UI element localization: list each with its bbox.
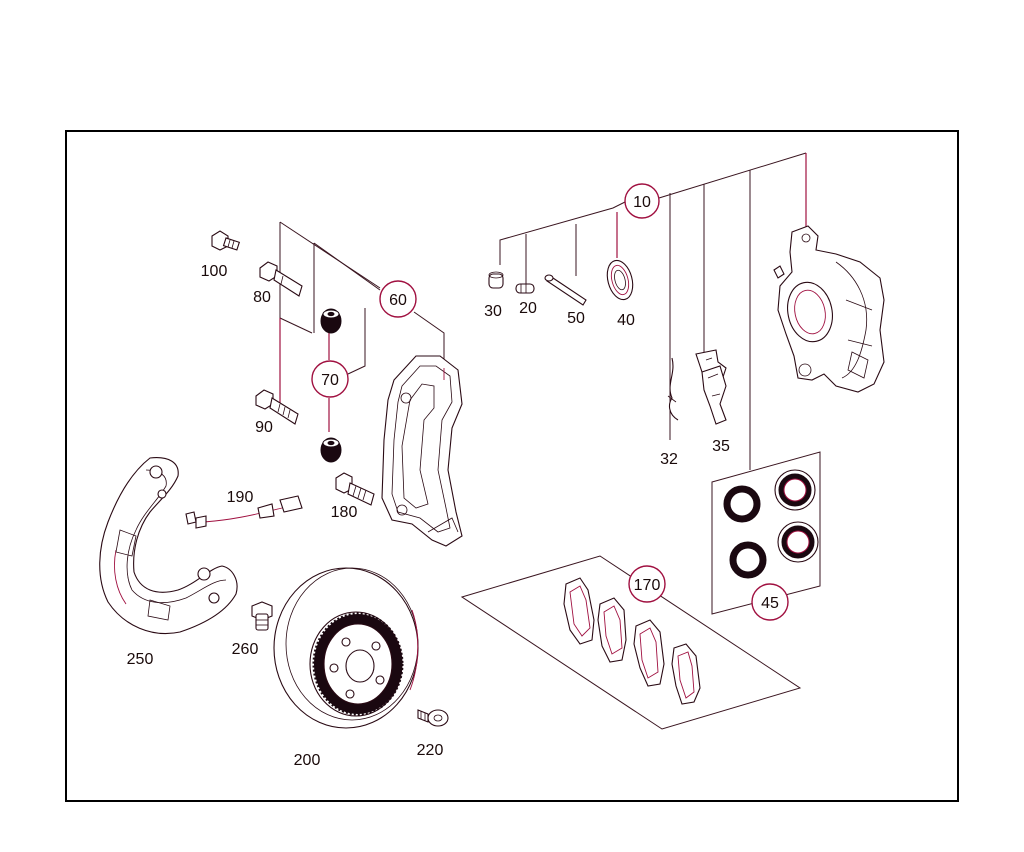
bushing-70-upper [320, 308, 342, 334]
label-250[interactable]: 250 [127, 651, 154, 668]
label-50[interactable]: 50 [567, 310, 585, 327]
label-35[interactable]: 35 [712, 438, 730, 455]
guide-pin-50 [544, 274, 587, 306]
label-80[interactable]: 80 [253, 289, 271, 306]
dust-shield-250 [99, 457, 238, 635]
bolt-100 [211, 230, 241, 251]
bolt-80 [259, 261, 303, 297]
diagram-frame [65, 130, 959, 802]
callout-45[interactable]: 45 [751, 583, 789, 621]
label-60: 60 [389, 292, 407, 309]
label-45: 45 [761, 595, 779, 612]
bolt-260 [251, 601, 273, 631]
callout-60[interactable]: 60 [379, 280, 417, 318]
label-180[interactable]: 180 [331, 504, 358, 521]
bushing-70-lower [320, 437, 342, 463]
seal-ring-a [723, 485, 761, 523]
seal-ring-b [774, 469, 816, 511]
wear-sensor-190 [185, 495, 303, 529]
label-260[interactable]: 260 [232, 641, 259, 658]
leader-lines [279, 152, 821, 730]
label-220[interactable]: 220 [417, 742, 444, 759]
seal-ring-d [777, 521, 819, 563]
label-190[interactable]: 190 [227, 489, 254, 506]
screw-220 [417, 709, 449, 727]
bolt-90 [255, 389, 299, 425]
spring-32 [667, 357, 679, 421]
seal-ring-c [729, 541, 767, 579]
label-20[interactable]: 20 [519, 300, 537, 317]
callout-10[interactable]: 10 [624, 183, 660, 219]
bolt-180 [335, 472, 375, 506]
caliper-housing-10 [773, 225, 885, 393]
callout-70[interactable]: 70 [311, 360, 349, 398]
brake-pads-170 [563, 577, 701, 705]
label-40[interactable]: 40 [617, 312, 635, 329]
label-170: 170 [634, 577, 661, 594]
callout-170[interactable]: 170 [628, 565, 666, 603]
cap-20 [515, 283, 535, 294]
label-32[interactable]: 32 [660, 451, 678, 468]
label-90[interactable]: 90 [255, 419, 273, 436]
brake-disc-200 [273, 567, 419, 729]
seal-40 [606, 259, 634, 301]
clips-35 [695, 349, 727, 425]
label-200[interactable]: 200 [294, 752, 321, 769]
cap-30 [488, 271, 504, 289]
label-10: 10 [633, 194, 651, 211]
label-30[interactable]: 30 [484, 303, 502, 320]
caliper-bracket-60 [381, 355, 463, 547]
label-70: 70 [321, 372, 339, 389]
piston-seals-45 [723, 469, 819, 579]
label-100[interactable]: 100 [201, 263, 228, 280]
